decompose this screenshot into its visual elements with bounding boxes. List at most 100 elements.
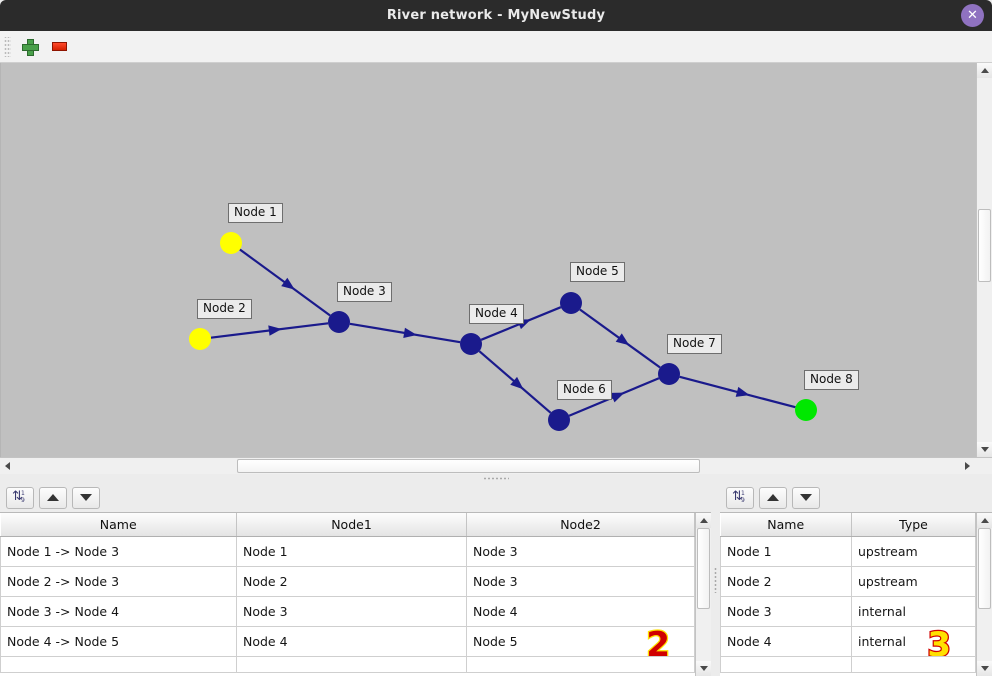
triangle-right-icon [965,462,970,470]
cell-name[interactable]: Node 3 -> Node 4 [0,596,237,627]
table-row-empty[interactable] [720,656,976,673]
move-node-up-button[interactable] [759,486,787,509]
scroll-right-button[interactable] [960,458,975,474]
cell-node1[interactable]: Node 4 [236,626,467,657]
column-header-name[interactable]: Name [0,513,237,537]
graph-node-4[interactable] [460,333,482,355]
cell-name[interactable]: Node 4 -> Node 5 [0,626,237,657]
cell-empty[interactable] [0,656,237,673]
move-reach-down-button[interactable] [72,486,100,509]
graph-node-6[interactable] [548,409,570,431]
cell-empty[interactable] [236,656,467,673]
move-node-down-button[interactable] [792,486,820,509]
cell-name[interactable]: Node 3 [720,596,852,627]
label-node-4[interactable]: Node 4 [469,304,524,324]
cell-empty[interactable] [466,656,695,673]
graph-node-2[interactable] [189,328,211,350]
move-reach-up-button[interactable] [39,486,67,509]
cell-name[interactable]: Node 2 -> Node 3 [0,566,237,597]
scroll-up-button[interactable] [977,513,992,528]
cell-empty[interactable] [851,656,976,673]
nodes-vscroll-thumb[interactable] [978,528,991,609]
triangle-up-icon [767,494,779,501]
cell-node1[interactable]: Node 2 [236,566,467,597]
label-node-2[interactable]: Node 2 [197,299,252,319]
cell-name[interactable]: Node 2 [720,566,852,597]
scroll-down-button[interactable] [977,442,992,457]
edge-arrow-node-4-node-6 [510,376,524,390]
vertical-splitter[interactable] [711,483,720,676]
triangle-up-icon [699,518,708,523]
reaches-vertical-scrollbar[interactable] [695,513,711,676]
cell-type[interactable]: internal [851,596,976,627]
add-node-button[interactable] [16,35,42,59]
nodes-vertical-scrollbar[interactable] [976,513,992,676]
edge-arrow-node-3-node-4 [403,327,417,338]
cell-node1[interactable]: Node 3 [236,596,467,627]
close-icon[interactable]: ✕ [961,4,984,27]
label-node-6[interactable]: Node 6 [557,380,612,400]
cell-node2[interactable]: Node 4 [466,596,695,627]
cell-name[interactable]: Node 1 [720,536,852,567]
label-node-3[interactable]: Node 3 [337,282,392,302]
cell-name[interactable]: Node 1 -> Node 3 [0,536,237,567]
cell-node2[interactable]: Node 3 [466,536,695,567]
table-row-empty[interactable] [0,656,695,673]
scroll-up-button[interactable] [977,63,992,78]
plus-icon [21,39,39,56]
cell-node2[interactable]: Node 3 [466,566,695,597]
horizontal-splitter[interactable] [0,474,992,483]
label-node-1[interactable]: Node 1 [228,203,283,223]
cell-empty[interactable] [720,656,852,673]
canvas-hscroll-thumb[interactable] [237,459,700,473]
scroll-left-button[interactable] [0,458,15,474]
scroll-down-button[interactable] [977,661,992,676]
graph-node-8[interactable] [795,399,817,421]
network-canvas[interactable]: Node 1 Node 2 Node 3 Node 4 Node 5 Node 6 Node… [0,63,976,457]
scroll-down-button[interactable] [696,661,711,676]
column-header-node2[interactable]: Node2 [466,513,695,537]
cell-type[interactable]: upstream [851,566,976,597]
triangle-down-icon [800,494,812,501]
scroll-up-button[interactable] [696,513,711,528]
cell-node1[interactable]: Node 1 [236,536,467,567]
canvas-horizontal-scrollbar[interactable] [0,457,992,474]
cell-name[interactable]: Node 4 [720,626,852,657]
toolbar-drag-grip[interactable] [4,36,11,57]
reaches-vscroll-thumb[interactable] [697,528,710,609]
cell-type[interactable]: upstream [851,536,976,567]
canvas-vscroll-thumb[interactable] [978,209,991,282]
label-node-8[interactable]: Node 8 [804,370,859,390]
canvas-vertical-scrollbar[interactable] [976,63,992,457]
label-node-7[interactable]: Node 7 [667,334,722,354]
label-node-5[interactable]: Node 5 [570,262,625,282]
graph-node-7[interactable] [658,363,680,385]
column-header-type[interactable]: Type [851,513,976,537]
graph-node-1[interactable] [220,232,242,254]
column-header-name[interactable]: Name [720,513,852,537]
graph-node-3[interactable] [328,311,350,333]
remove-node-button[interactable] [46,35,72,59]
column-header-node1[interactable]: Node1 [236,513,467,537]
graph-node-5[interactable] [560,292,582,314]
